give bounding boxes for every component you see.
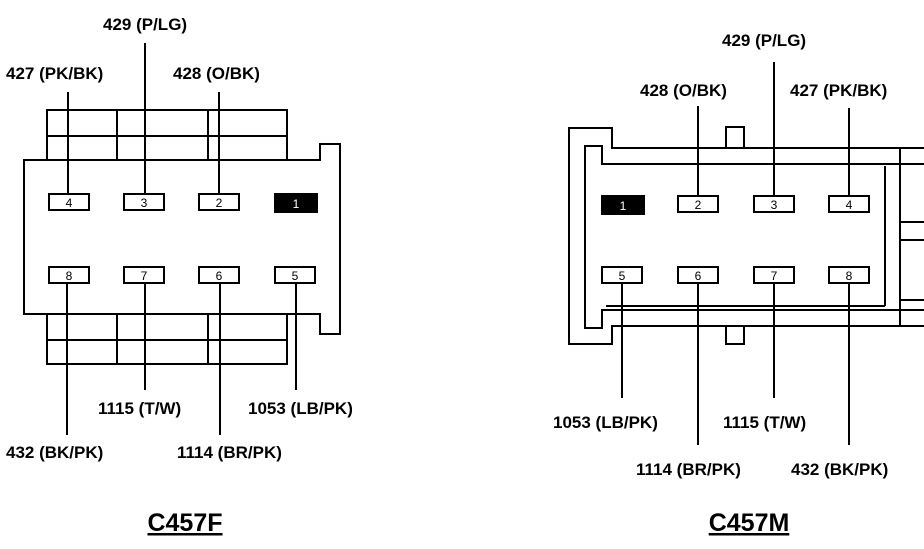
c457m-pin-7-number: 7 <box>771 269 778 283</box>
c457m-pin-6 <box>677 266 719 284</box>
c457m-pin-5 <box>601 266 643 284</box>
c457m-pin-2-number: 2 <box>695 198 702 212</box>
c457f-label-428: 428 (O/BK) <box>173 64 260 83</box>
c457f-pin-4-number: 4 <box>66 196 73 210</box>
c457f-label-1115: 1115 (T/W) <box>98 399 181 418</box>
c457m-pin-3 <box>753 195 795 213</box>
c457f-pin-5-number: 5 <box>292 269 299 283</box>
c457m-label-1115: 1115 (T/W) <box>723 413 806 432</box>
c457f-pin-5 <box>274 266 316 284</box>
c457m-pin-3-number: 3 <box>771 198 778 212</box>
c457f-body <box>23 143 341 335</box>
c457m-pin-4-number: 4 <box>846 198 853 212</box>
c457f-pin-7 <box>123 266 165 284</box>
c457f-top-latch <box>46 109 288 161</box>
c457m-bottom-key <box>725 325 745 345</box>
c457f-title: C457F <box>147 509 222 537</box>
c457m-title: C457M <box>709 509 790 537</box>
c457f-pin-8 <box>48 266 90 284</box>
c457m-pin-4 <box>828 195 870 213</box>
c457m-pin-6-number: 6 <box>695 269 702 283</box>
c457f-label-1053: 1053 (LB/PK) <box>248 399 353 418</box>
c457m-label-1114: 1114 (BR/PK) <box>636 460 741 479</box>
c457f-pin-7-number: 7 <box>141 269 148 283</box>
c457m-pin-8-number: 8 <box>846 269 853 283</box>
c457f-pin-3 <box>123 193 165 211</box>
c457m-inner-shell <box>584 145 924 329</box>
c457m-pin-8 <box>828 266 870 284</box>
c457f-pin-4 <box>48 193 90 211</box>
c457f-label-427: 427 (PK/BK) <box>6 64 103 83</box>
c457f-bottom-latch <box>46 313 288 365</box>
c457m-label-428: 428 (O/BK) <box>640 81 727 100</box>
c457m-outer-shell <box>568 127 924 345</box>
c457m-top-key <box>725 126 745 149</box>
c457f-pin-2 <box>198 193 240 211</box>
connector-c457m <box>568 62 924 445</box>
c457f-label-429: 429 (P/LG) <box>103 15 187 34</box>
c457m-pin-cavity <box>606 166 886 307</box>
c457f-label-1114: 1114 (BR/PK) <box>177 443 282 462</box>
c457f-pin-1-number: 1 <box>293 197 300 211</box>
connector-c457f <box>23 43 341 435</box>
c457m-label-427: 427 (PK/BK) <box>790 81 887 100</box>
c457m-pin-5-number: 5 <box>619 269 626 283</box>
c457m-pin-7 <box>753 266 795 284</box>
c457f-pin-8-number: 8 <box>66 269 73 283</box>
c457f-pin-1 <box>274 193 318 213</box>
c457m-pin-1 <box>601 195 645 215</box>
c457f-pin-6 <box>198 266 240 284</box>
c457m-label-1053: 1053 (LB/PK) <box>553 413 658 432</box>
c457f-pin-2-number: 2 <box>216 196 223 210</box>
c457m-pin-1-number: 1 <box>620 199 627 213</box>
c457f-pin-3-number: 3 <box>141 196 148 210</box>
c457m-label-429: 429 (P/LG) <box>722 31 806 50</box>
c457m-pin-2 <box>677 195 719 213</box>
c457f-label-432: 432 (BK/PK) <box>6 443 103 462</box>
c457m-label-432: 432 (BK/PK) <box>791 460 888 479</box>
c457f-pin-6-number: 6 <box>216 269 223 283</box>
